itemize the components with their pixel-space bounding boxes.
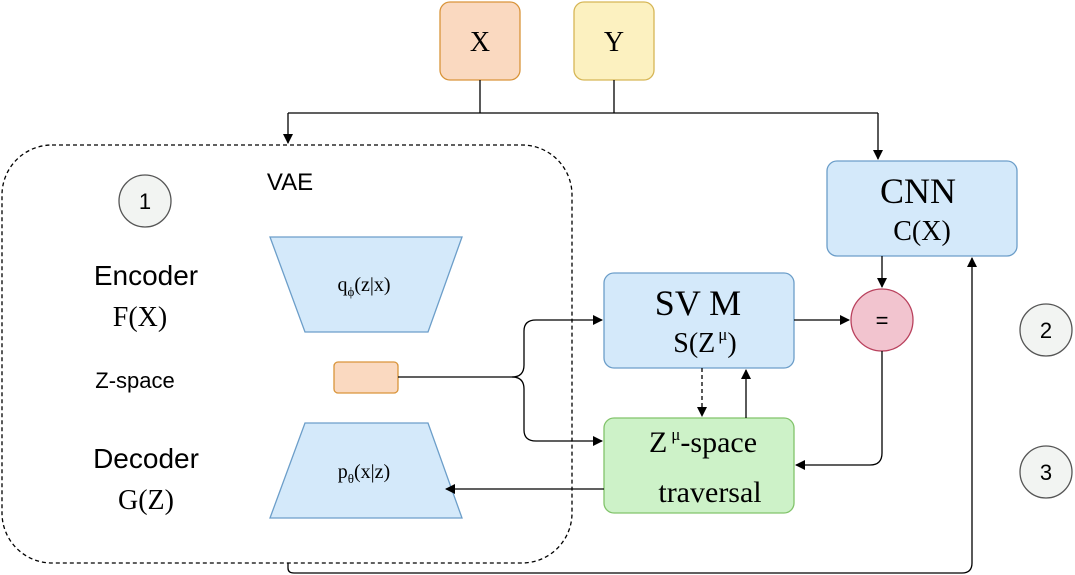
- encoder-shape: [269, 236, 463, 333]
- step-2-circle: [1019, 303, 1073, 357]
- cnn-title: CNN: [880, 171, 956, 211]
- decoder-dist: pθ(x|z): [338, 461, 390, 486]
- traversal-line2: traversal: [658, 476, 761, 509]
- encoder-dist: qϕ(z|x): [337, 274, 390, 299]
- arrow-compare-to-traversal: [795, 351, 883, 470]
- vae-title: VAE: [267, 169, 313, 196]
- compare-symbol: =: [876, 308, 889, 333]
- cnn-box: [826, 160, 1018, 257]
- input-x-label: X: [470, 27, 490, 58]
- input-y-label: Y: [604, 27, 624, 58]
- svm-title: SV M: [655, 283, 741, 323]
- step-2-label: 2: [1040, 318, 1052, 343]
- arrow-decoder-to-cnn: [287, 257, 977, 574]
- cnn-func: C(X): [893, 216, 951, 247]
- encoder-label: Encoder: [94, 260, 198, 291]
- zspace-box: [333, 361, 399, 394]
- decoder-label: Decoder: [93, 443, 199, 474]
- zspace-label: Z-space: [95, 368, 174, 393]
- vae-container: [1, 144, 573, 564]
- decoder-func: G(Z): [118, 485, 174, 516]
- step-1-circle: [118, 174, 172, 228]
- decoder-shape: [269, 422, 463, 519]
- arrow-zspace-to-traversal: [511, 376, 603, 446]
- traversal-box: [603, 417, 795, 514]
- input-merge-line: [288, 80, 878, 114]
- step-1-label: 1: [139, 189, 151, 214]
- encoder-func: F(X): [113, 302, 167, 333]
- step-3-circle: [1019, 445, 1073, 499]
- arrow-zspace-to-svm: [511, 315, 603, 378]
- step-3-label: 3: [1040, 460, 1052, 485]
